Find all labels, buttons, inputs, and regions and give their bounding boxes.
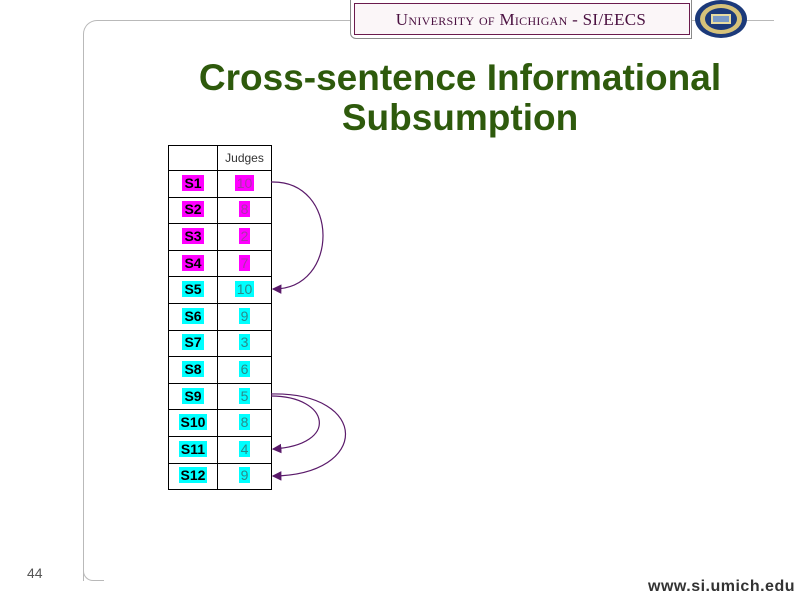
table-row: S6 9 (168, 302, 272, 331)
sentence-cell: S6 (168, 302, 218, 331)
sentence-cell: S9 (168, 382, 218, 411)
sentence-label: S9 (182, 387, 204, 404)
table-row: S11 4 (168, 435, 272, 464)
judges-cell: 3 (217, 329, 272, 358)
institution-name: University of Michigan - SI/EECS (395, 10, 647, 29)
slide-frame-corner (83, 560, 104, 581)
judges-cell: 9 (217, 462, 272, 491)
table-header-row: Judges (168, 145, 272, 171)
sentence-label: S7 (182, 334, 204, 351)
table-row: S3 2 (168, 223, 272, 251)
table-row: S10 8 (168, 409, 272, 437)
judges-value: 5 (238, 387, 251, 404)
sentence-cell: S8 (168, 356, 218, 384)
judges-cell: 4 (217, 435, 272, 464)
sentence-label: S2 (182, 201, 204, 218)
sentence-label: S10 (178, 414, 208, 431)
sentence-cell: S2 (168, 196, 218, 225)
judges-value: 3 (238, 334, 251, 351)
sentence-label: S5 (182, 281, 204, 298)
judges-cell: 9 (217, 302, 272, 331)
header-banner (354, 3, 690, 35)
table-header-judges: Judges (217, 145, 272, 171)
sentence-cell: S11 (168, 435, 218, 464)
sentence-cell: S5 (168, 276, 218, 304)
sentence-cell: S7 (168, 329, 218, 358)
table-row: S1 10 (168, 170, 272, 198)
university-seal-icon (695, 0, 747, 38)
judges-cell: 10 (217, 276, 272, 304)
judges-value: 9 (238, 467, 251, 484)
sentence-label: S12 (178, 467, 208, 484)
judges-value: 10 (234, 174, 255, 191)
table-header-sentence (168, 145, 218, 171)
sentence-label: S1 (182, 174, 204, 191)
judges-cell: 10 (217, 170, 272, 198)
judges-cell: 2 (217, 223, 272, 251)
table-row: S8 6 (168, 356, 272, 384)
judges-cell: 8 (217, 196, 272, 225)
judges-value: 7 (238, 254, 251, 271)
table-row: S12 9 (168, 462, 272, 491)
judges-value: 10 (234, 281, 255, 298)
judges-cell: 5 (217, 382, 272, 411)
judges-cell: 7 (217, 249, 272, 278)
table-row: S2 8 (168, 196, 272, 225)
table-row: S5 10 (168, 276, 272, 304)
slide-title-line1: Cross-sentence Informational (198, 57, 722, 98)
footer-url: www.si.umich.edu (648, 578, 795, 595)
judges-cell: 6 (217, 356, 272, 384)
judges-value: 4 (238, 440, 251, 457)
judges-value: 8 (238, 201, 251, 218)
sentence-cell: S12 (168, 462, 218, 491)
slide-title-line2: Subsumption (341, 97, 579, 138)
sentence-label: S11 (178, 440, 208, 457)
sentence-label: S3 (182, 227, 204, 244)
judges-value: 9 (238, 307, 251, 324)
sentence-cell: S3 (168, 223, 218, 251)
table-row: S9 5 (168, 382, 272, 411)
judges-value: 8 (238, 414, 251, 431)
sentence-label: S6 (182, 307, 204, 324)
table-row: S7 3 (168, 329, 272, 358)
page-number: 44 (27, 565, 43, 581)
sentence-cell: S10 (168, 409, 218, 437)
sentence-cell: S1 (168, 170, 218, 198)
sentence-label: S4 (182, 254, 204, 271)
table-row: S4 7 (168, 249, 272, 278)
judges-cell: 8 (217, 409, 272, 437)
judges-value: 6 (238, 360, 251, 377)
sentence-label: S8 (182, 360, 204, 377)
judges-value: 2 (238, 227, 251, 244)
sentence-cell: S4 (168, 249, 218, 278)
slide-title: Cross-sentence Informational Subsumption (150, 58, 770, 138)
